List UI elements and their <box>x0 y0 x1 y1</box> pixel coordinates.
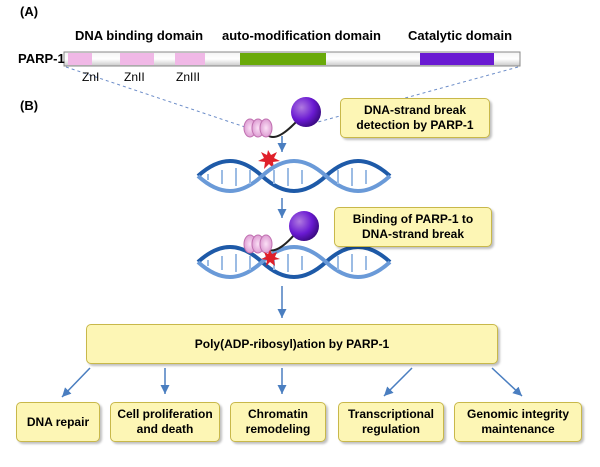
dna-break-icon <box>258 150 280 169</box>
outcome-box-dna-repair: DNA repair <box>16 402 100 442</box>
zinc-finger-segment <box>175 53 205 65</box>
dna-helix-icon <box>196 159 392 193</box>
catalytic-domain-label: Catalytic domain <box>408 28 513 43</box>
arrow <box>491 367 523 397</box>
step-binding-box: Binding of PARP-1 to DNA-strand break <box>334 207 492 247</box>
outcome-box-genomic-integrity: Genomic integrity maintenance <box>454 402 582 442</box>
dna-helix-icon <box>196 245 392 279</box>
step-binding-text: Binding of PARP-1 to DNA-strand break <box>352 212 474 241</box>
central-process-text: Poly(ADP-ribosyl)ation by PARP-1 <box>194 336 390 351</box>
arrow <box>61 367 91 398</box>
outcome-text: Chromatin remodeling <box>245 407 311 436</box>
outcome-text: Cell proliferation and death <box>117 407 213 436</box>
step-detection-text: DNA-strand break detection by PARP-1 <box>356 103 474 132</box>
step-detection-box: DNA-strand break detection by PARP-1 <box>340 98 490 138</box>
auto-modification-segment <box>240 53 326 65</box>
parp1-bound-icon <box>243 211 319 266</box>
panel-b-label: (B) <box>20 98 39 113</box>
outcome-text: Transcriptional regulation <box>347 407 435 436</box>
zinc-finger-label: ZnI <box>82 70 100 84</box>
outcome-text: Genomic integrity maintenance <box>466 407 570 436</box>
outcome-box-transcription: Transcriptional regulation <box>338 402 444 442</box>
parp1-protein-label: PARP-1 <box>18 51 65 66</box>
catalytic-segment <box>420 53 494 65</box>
zinc-finger-segment <box>68 53 92 65</box>
panel-a-label: (A) <box>20 4 39 19</box>
zinc-finger-segment <box>120 53 154 65</box>
dna-binding-domain-label: DNA binding domain <box>75 28 204 43</box>
outcome-text: DNA repair <box>26 414 90 429</box>
parp1-protein-icon <box>243 97 321 138</box>
central-process-box: Poly(ADP-ribosyl)ation by PARP-1 <box>86 324 498 364</box>
zoom-line-left <box>65 66 249 129</box>
zoom-line-right <box>317 66 519 123</box>
arrow <box>383 367 413 397</box>
outcome-box-chromatin: Chromatin remodeling <box>230 402 326 442</box>
outcome-box-cell-proliferation: Cell proliferation and death <box>110 402 220 442</box>
zinc-finger-label: ZnIII <box>176 70 201 84</box>
zinc-finger-label: ZnII <box>124 70 145 84</box>
auto-modification-domain-label: auto-modification domain <box>222 28 381 43</box>
